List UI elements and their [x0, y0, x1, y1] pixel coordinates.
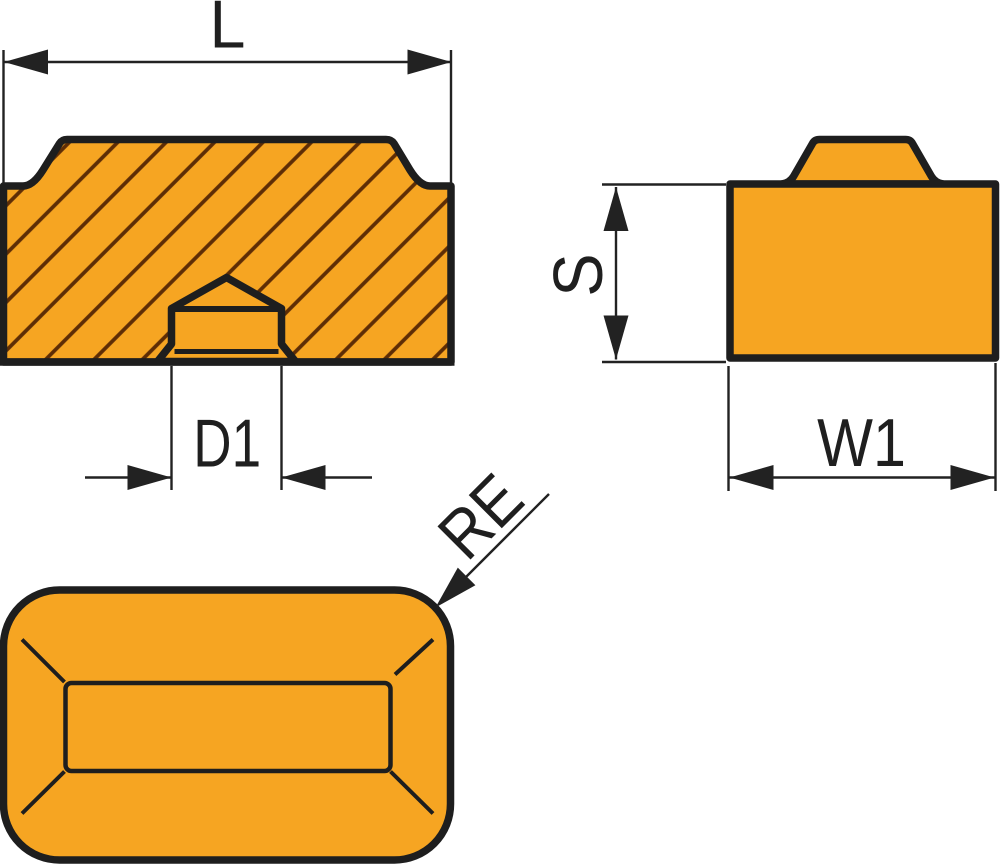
svg-text:L: L: [210, 0, 246, 63]
svg-text:D1: D1: [193, 405, 261, 481]
svg-text:S: S: [540, 253, 618, 296]
svg-text:RE: RE: [423, 459, 537, 573]
svg-text:W1: W1: [817, 404, 906, 481]
